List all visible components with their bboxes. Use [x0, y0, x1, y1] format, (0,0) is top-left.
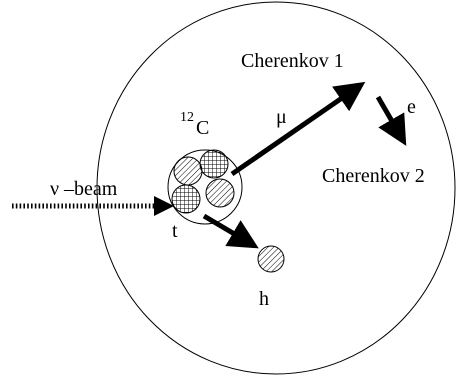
muon-label: μ: [276, 106, 287, 128]
nucleus-mass-number: 12: [180, 110, 194, 125]
target-nucleon: [171, 184, 201, 214]
detector-circle: [96, 1, 456, 375]
target-label: t: [172, 220, 178, 242]
hadron-label: h: [259, 288, 269, 310]
nucleon-hatched: [205, 178, 235, 208]
electron-label: e: [407, 96, 416, 118]
hadron-track-arrow: [202, 213, 259, 249]
nucleus-symbol: C: [196, 117, 209, 139]
hadron-particle: [257, 245, 285, 273]
muon-track-arrow: [230, 81, 366, 177]
nucleon-hatched: [173, 156, 203, 186]
cherenkov-1-label: Cherenkov 1: [241, 50, 344, 72]
beam-label: ν –beam: [50, 178, 118, 200]
nucleon-crosshatched: [199, 149, 229, 179]
electron-track-arrow: [375, 95, 407, 146]
cherenkov-2-label: Cherenkov 2: [322, 165, 425, 187]
